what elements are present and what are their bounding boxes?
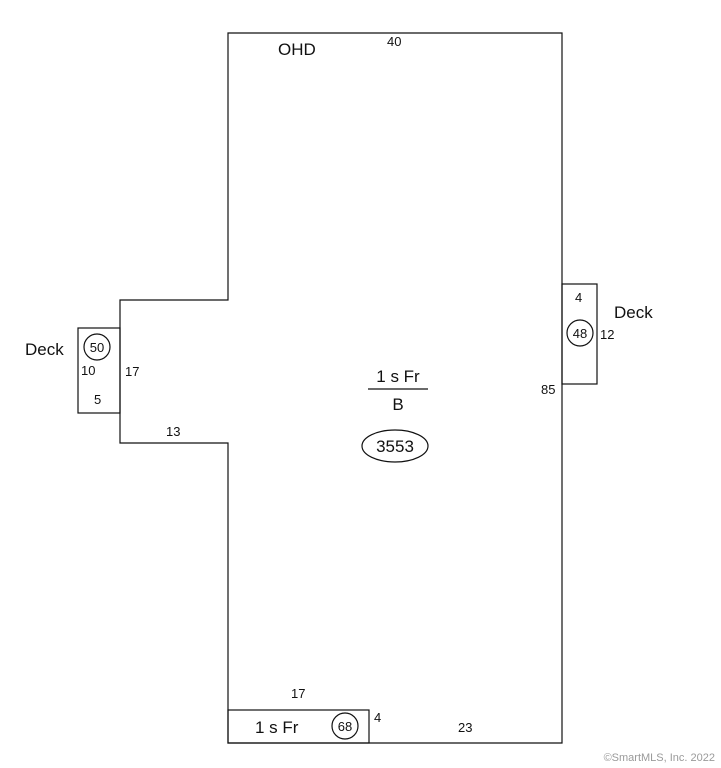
copyright-notice: ©SmartMLS, Inc. 2022 [603,752,715,764]
left-deck-depth: 5 [94,392,101,407]
right-deck-area-circle [566,319,594,347]
right-deck-area: 48 [573,326,587,341]
right-deck-width: 4 [575,290,582,305]
left-deck-width: 10 [81,363,95,378]
left-deck-label: Deck [25,340,64,359]
top-dimension: 40 [387,34,401,49]
bottom-section-area-circle [331,712,359,740]
main-area-value: 3553 [376,437,414,456]
main-label-top: 1 s Fr [376,367,420,386]
left-deck-area: 50 [90,340,104,355]
bottom-section-area: 68 [338,719,352,734]
left-deck-area-circle [83,333,111,361]
bottom-section-outline [227,709,370,744]
garage-label: OHD [278,40,316,59]
bottom-section-depth: 4 [374,710,381,725]
bottom-dimension: 23 [458,720,472,735]
left-wing-width-dimension: 13 [166,424,180,439]
bottom-section-label: 1 s Fr [255,718,299,737]
right-deck-outline [561,283,598,385]
right-deck-height: 12 [600,327,614,342]
right-deck-label: Deck [614,303,653,322]
main-label-bottom: B [392,395,403,414]
main-area-ellipse [361,429,429,463]
left-deck-outline [77,327,121,414]
right-dimension: 85 [541,382,555,397]
main-building-outline [119,32,563,744]
left-wing-height-dimension: 17 [125,364,139,379]
bottom-section-width-dimension: 17 [291,686,305,701]
